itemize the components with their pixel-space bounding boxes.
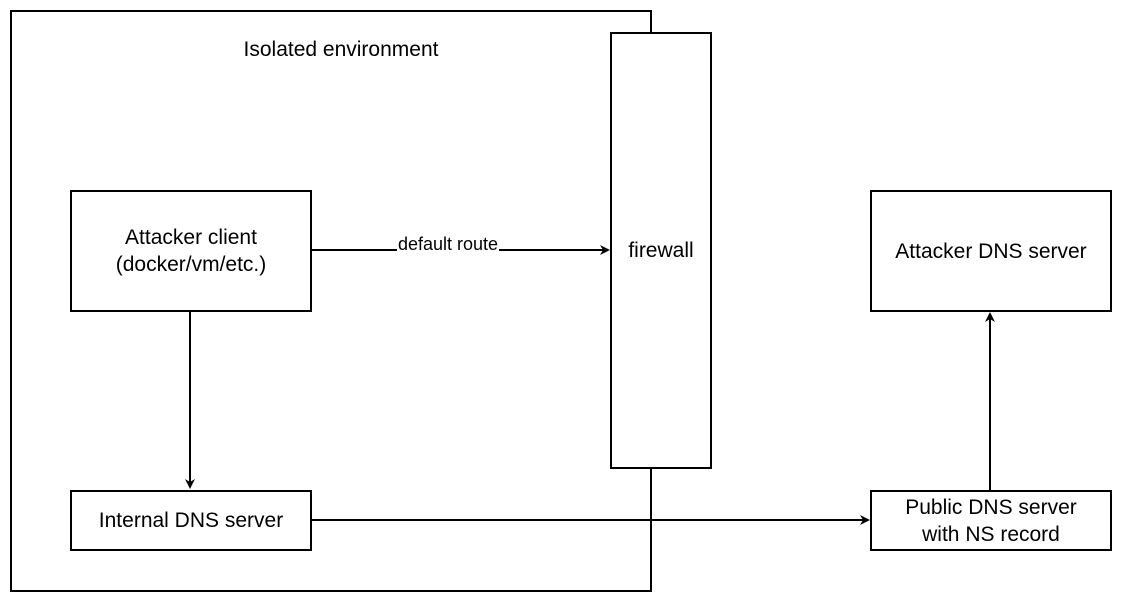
isolated-environment-label: Isolated environment: [243, 38, 439, 61]
attacker-dns-server-node: Attacker DNS server: [870, 190, 1112, 312]
internal-dns-server-node: Internal DNS server: [70, 490, 312, 551]
firewall-label: firewall: [628, 239, 694, 262]
firewall-node: firewall: [610, 32, 712, 469]
attacker-dns-server-label: Attacker DNS server: [895, 239, 1087, 263]
default-route-label: default route: [397, 233, 500, 255]
internal-dns-server-label: Internal DNS server: [98, 509, 284, 532]
public-dns-server-label-line1: Public DNS server: [905, 495, 1077, 519]
attacker-client-node: Attacker client (docker/vm/etc.): [70, 190, 312, 312]
attacker-client-label-line2: (docker/vm/etc.): [115, 253, 267, 276]
attacker-client-label-line1: Attacker client: [125, 226, 257, 249]
public-dns-server-node: Public DNS server with NS record: [870, 490, 1112, 551]
public-dns-server-label-line2: with NS record: [922, 522, 1060, 546]
